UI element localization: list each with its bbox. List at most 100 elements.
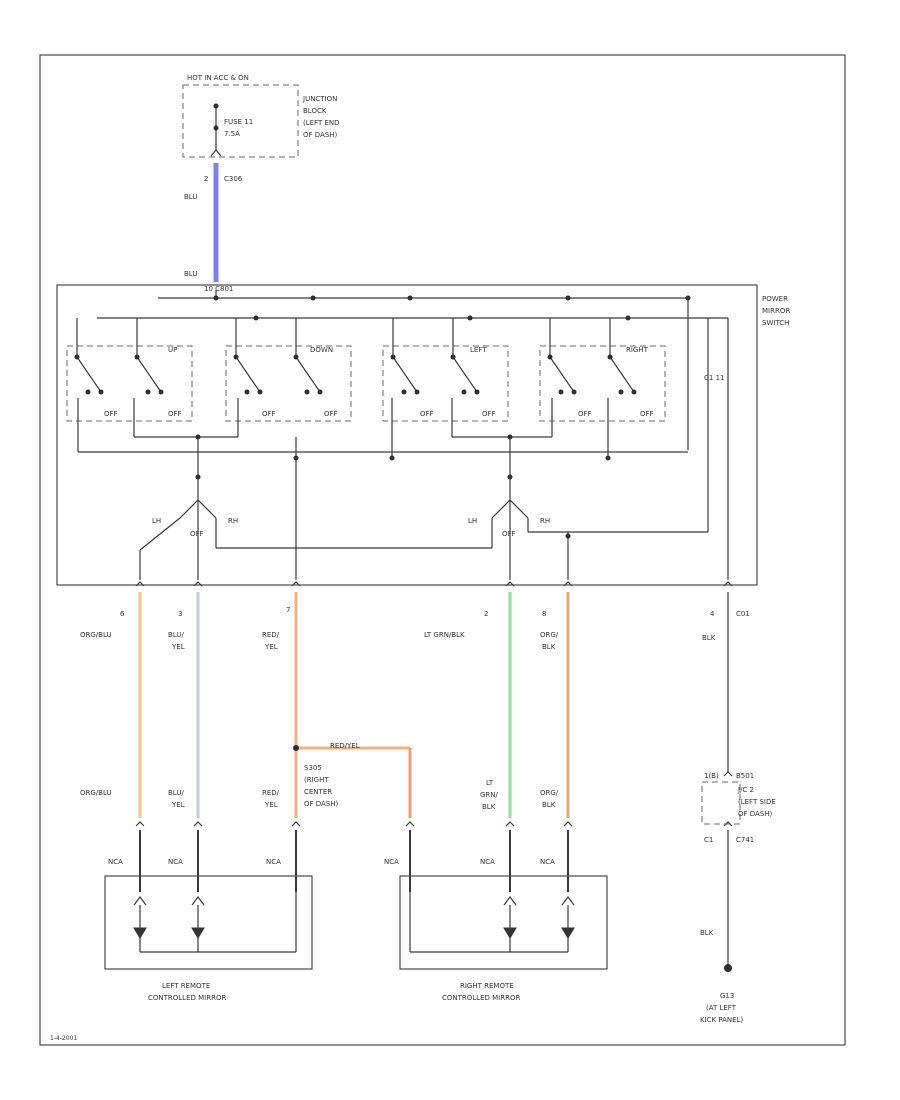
wire-red-yel-lower-2: YEL — [264, 801, 278, 809]
switch-name-1: POWER — [762, 295, 788, 303]
switch-contact-off: OFF — [640, 410, 654, 418]
switch-contact-point — [98, 389, 104, 395]
connector-c801: 10 C801 — [204, 285, 233, 293]
wire-org-blk-lower-2: BLK — [542, 801, 556, 809]
wire-blu-yel-upper-2: YEL — [171, 643, 185, 651]
switch-pivot — [293, 354, 299, 360]
switch-contact-point — [158, 389, 164, 395]
switch-output-connector — [723, 581, 733, 587]
switch-section-left-label: LEFT — [470, 346, 487, 354]
motor-terminal — [191, 896, 205, 906]
splice-wire-label: RED/YEL — [330, 742, 360, 750]
wire-org-blk-lower-1: ORG/ — [540, 789, 559, 797]
switch-section-right — [539, 345, 666, 422]
mirror-connector — [291, 821, 301, 827]
connector-c306-symbol — [210, 149, 222, 157]
jc2-label-2: (LEFT SIDE — [738, 798, 776, 806]
connector-c306: C306 — [224, 175, 243, 183]
selector-wire — [139, 517, 181, 551]
bus-node — [407, 295, 413, 301]
mirror-connector — [193, 821, 203, 827]
bus-node — [253, 315, 259, 321]
switch-blade — [392, 356, 418, 393]
switch-blade — [136, 356, 162, 393]
switch-output-connector — [193, 581, 203, 587]
pin-c306: 2 — [204, 175, 208, 183]
wire-red-yel-lower-1: RED/ — [262, 789, 280, 797]
left-mirror-label-1: LEFT REMOTE — [162, 982, 210, 990]
switch-contact-off: OFF — [168, 410, 182, 418]
switch-section-left — [382, 345, 509, 422]
ground-label-2: (AT LEFT — [706, 1004, 737, 1012]
motor-terminal — [133, 896, 147, 906]
bus-node — [467, 315, 473, 321]
ground-label-1: G13 — [720, 992, 734, 1000]
wire-red-yel-upper-2: YEL — [264, 643, 278, 651]
switch-contact-point — [631, 389, 637, 395]
nca-label: NCA — [108, 858, 123, 866]
switch-section-down — [225, 345, 352, 422]
switch-contact-point — [257, 389, 263, 395]
ground-connector-top-1: 1(B) — [704, 772, 719, 780]
switch-contact-off: OFF — [324, 410, 338, 418]
bus-node — [389, 455, 395, 461]
switch-contact-point — [85, 389, 91, 395]
ground-g13-icon — [724, 964, 732, 972]
switch-pivot — [134, 354, 140, 360]
switch-output-connector — [291, 581, 301, 587]
junction-block-label-1: JUNCTION — [302, 95, 337, 103]
wire-blu-yel-upper-1: BLU/ — [168, 631, 184, 639]
wire-blu-yel-lower-2: YEL — [171, 801, 185, 809]
motor-terminal — [503, 896, 517, 906]
switch-contact-off: OFF — [262, 410, 276, 418]
wire-blu-upper: BLU — [184, 193, 197, 201]
switch-contact-point — [244, 389, 250, 395]
selector-left-off: OFF — [190, 530, 204, 538]
power-mirror-switch — [56, 284, 758, 586]
connector-c01: C01 — [736, 610, 750, 618]
splice-name-3: CENTER — [304, 788, 332, 796]
switch-contact-off: OFF — [420, 410, 434, 418]
nca-label: NCA — [266, 858, 281, 866]
switch-output-connector — [505, 581, 515, 587]
switch-section-up-label: UP — [168, 346, 177, 354]
footer-code: 1-4-2001 — [50, 1035, 77, 1042]
switch-contacts — [74, 318, 637, 395]
switch-output-connector — [563, 581, 573, 587]
junction-block-label-3: (LEFT END — [303, 119, 340, 127]
switch-blade — [76, 356, 102, 393]
jc2-block — [701, 781, 741, 825]
diagram-frame — [39, 54, 846, 1046]
switch-blade — [295, 356, 321, 393]
switch-contact-point — [414, 389, 420, 395]
ground-connector-bottom-1: C1 — [704, 836, 713, 844]
splice-name-1: S305 — [304, 764, 322, 772]
wire-blu-yel-lower-1: BLU/ — [168, 789, 184, 797]
pin-7: 7 — [286, 606, 290, 614]
bus-node — [213, 295, 219, 301]
switch-ground-ref: C1 11 — [704, 374, 724, 382]
bus-node — [310, 295, 316, 301]
fuse-terminal-top — [213, 103, 219, 109]
switch-contact-point — [461, 389, 467, 395]
fuse-label-1: FUSE 11 — [224, 118, 253, 126]
mirror-connector — [563, 821, 573, 827]
mirror-connector — [405, 821, 415, 827]
junction-block — [182, 84, 299, 158]
switch-pivot — [547, 354, 553, 360]
right-mirror-box — [399, 875, 608, 970]
pin-3: 3 — [178, 610, 182, 618]
ground-connector-bottom-2: C741 — [736, 836, 754, 844]
selector-left-lh: LH — [152, 517, 161, 525]
pin-6: 6 — [120, 610, 125, 618]
switch-section-up — [66, 345, 193, 422]
switch-name-2: MIRROR — [762, 307, 790, 315]
fuse-label-2: 7.5A — [224, 130, 240, 138]
jc2-connector — [723, 821, 733, 827]
switch-pivot — [233, 354, 239, 360]
mirror-motors — [133, 892, 575, 953]
power-label: HOT IN ACC & ON — [187, 74, 249, 82]
selector-right-off: OFF — [502, 530, 516, 538]
wire-org-blu-lower: ORG/BLU — [80, 789, 112, 797]
nca-label: NCA — [384, 858, 399, 866]
